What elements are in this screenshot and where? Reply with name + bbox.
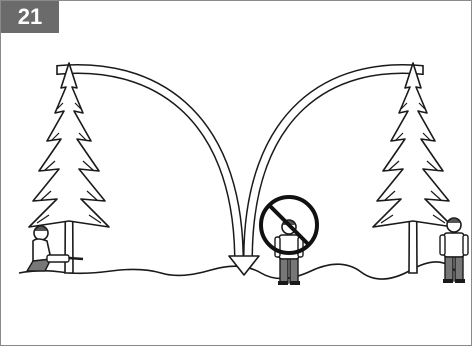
kneeling-chainsaw-operator-icon: [25, 225, 84, 272]
standing-person-icon: [439, 217, 469, 284]
curved-arrow-icon: [56, 64, 424, 276]
standing-person-prohibited-icon: [259, 195, 319, 286]
figure-number-badge: 21: [1, 1, 59, 33]
